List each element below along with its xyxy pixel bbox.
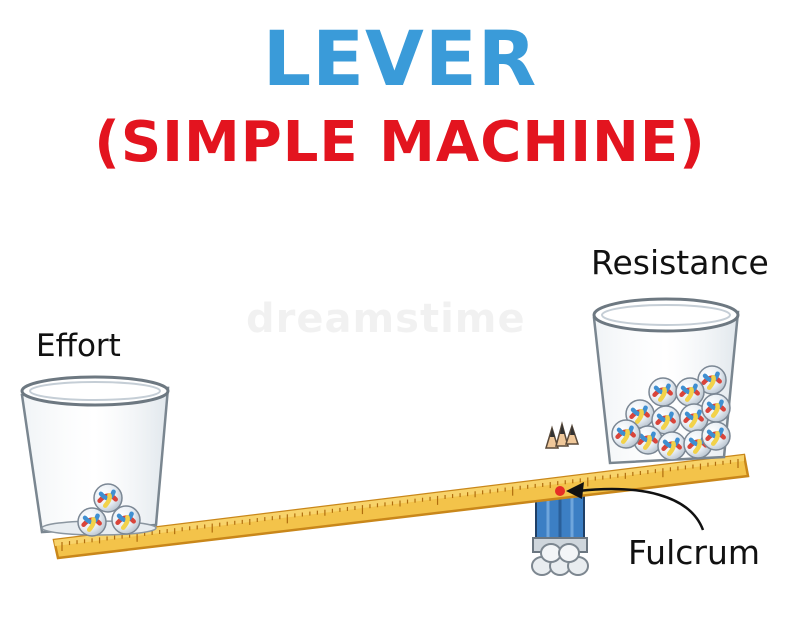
title-subtitle: (SIMPLE MACHINE) (94, 110, 706, 175)
marble (701, 393, 731, 423)
label-effort: Effort (36, 328, 121, 364)
marble (93, 483, 123, 513)
marble (111, 505, 141, 535)
label-resistance: Resistance (591, 243, 769, 282)
marble (657, 431, 687, 461)
title-main: LEVER (262, 14, 538, 103)
marble (701, 421, 731, 451)
marble (633, 425, 663, 455)
marble (648, 377, 678, 407)
ruler-ticks (61, 459, 739, 551)
pencil-tips (544, 421, 580, 449)
marble (77, 507, 107, 537)
marble (611, 419, 641, 449)
watermark-text: dreamstime (246, 296, 526, 342)
resistance-marbles (611, 365, 731, 461)
marble (675, 377, 705, 407)
label-fulcrum: Fulcrum (628, 533, 761, 572)
ruler-lever (52, 453, 750, 560)
fulcrum-arrow (555, 482, 705, 531)
effort-marbles (77, 483, 141, 537)
